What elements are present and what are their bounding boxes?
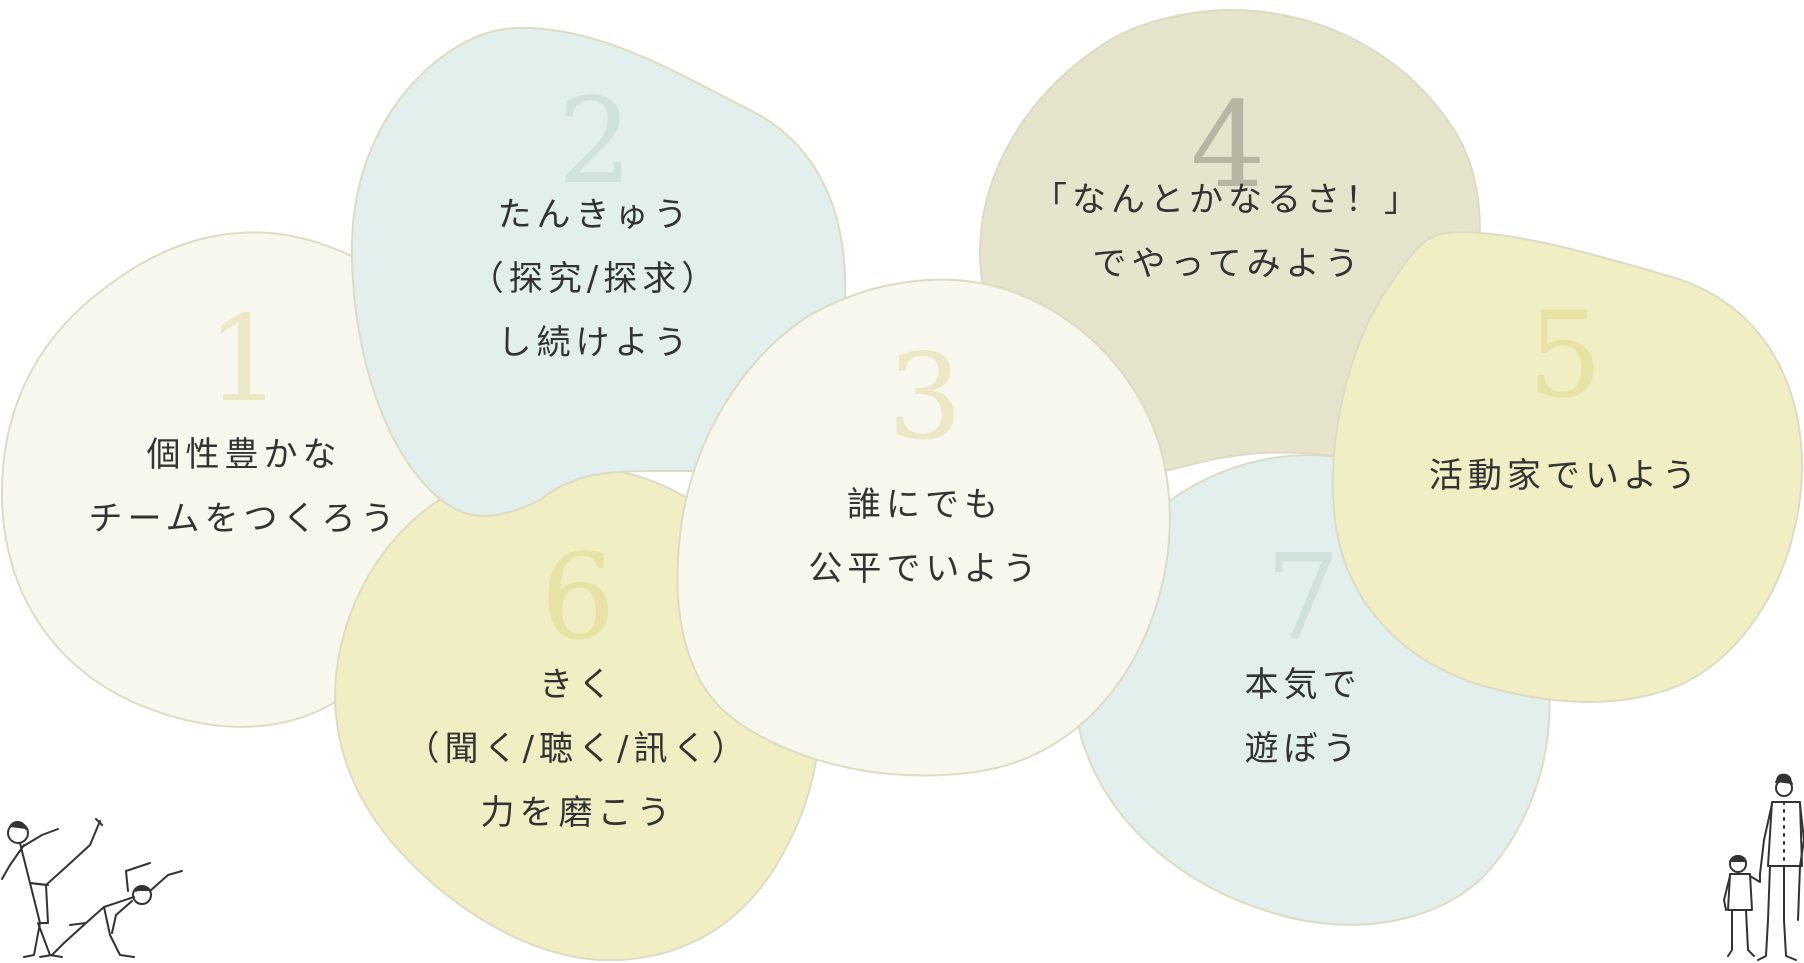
principle-7-line-1: 本気で	[1244, 665, 1362, 705]
principle-2-number: 2	[557, 72, 633, 210]
principle-1-line-1: 個性豊かな	[146, 435, 342, 475]
principle-2-line-1: たんきゅう	[497, 195, 693, 235]
principle-1-text: 個性豊かなチームをつくろう	[89, 423, 400, 551]
principle-5-line-1: 活動家でいよう	[1428, 456, 1702, 496]
principle-4-text: 「なんとかなるさ！」でやってみよう	[1033, 168, 1423, 296]
dancing-people-illustration	[1, 818, 183, 958]
principle-5-number: 5	[1527, 286, 1603, 424]
parent-child-walking-illustration	[1723, 773, 1804, 961]
principle-3-line-2: 公平でいよう	[808, 549, 1042, 589]
principle-7-number: 7	[1265, 528, 1341, 666]
blob-3	[676, 278, 1171, 777]
principle-1-line-2: チームをつくろう	[88, 499, 400, 539]
principle-6-line-3: 力を磨こう	[480, 793, 676, 833]
principle-2-line-3: し続けよう	[497, 323, 693, 363]
principle-3-text: 誰にでも公平でいよう	[808, 473, 1041, 601]
principle-6-line-2: （聞く/聴く/訊く）	[405, 729, 751, 769]
principle-5-text: 活動家でいよう	[1429, 444, 1701, 508]
principle-6-line-1: きく	[538, 665, 617, 705]
blob-5	[1331, 231, 1804, 703]
principle-6-text: きく （聞く/聴く/訊く） 力を磨こう	[406, 653, 751, 845]
principle-4-number: 4	[1190, 76, 1266, 214]
principle-6-number: 6	[540, 528, 616, 666]
blob-2	[350, 26, 847, 517]
principle-1-number: 1	[206, 290, 282, 428]
principle-7-line-2: 遊ぼう	[1244, 729, 1362, 769]
principle-3-number: 3	[887, 328, 963, 466]
principle-2-text: たんきゅう （探究/探求） し続けよう	[470, 183, 720, 375]
principle-7-text: 本気で遊ぼう	[1245, 653, 1362, 781]
principle-3-line-1: 誰にでも	[846, 485, 1003, 525]
principle-4-line-2: でやってみよう	[1092, 244, 1364, 284]
principle-2-line-2: （探究/探求）	[469, 259, 721, 299]
principle-4-line-1: 「なんとかなるさ！」	[1033, 180, 1423, 220]
